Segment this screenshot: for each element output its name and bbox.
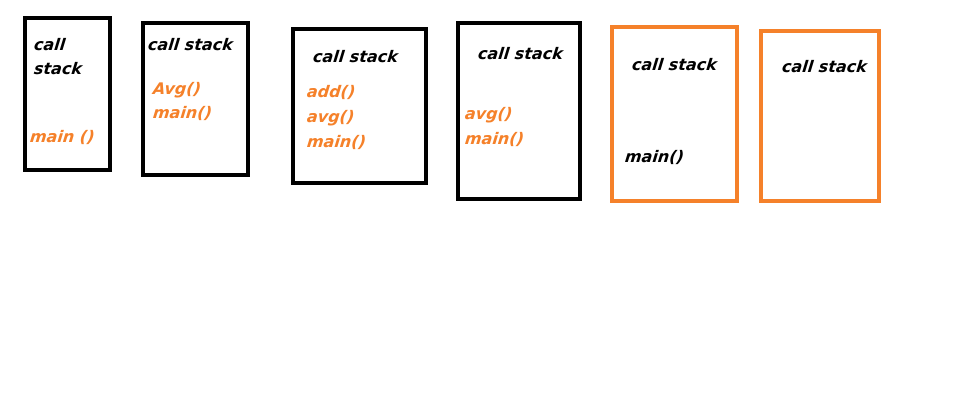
- call-stack-box-4: [456, 21, 582, 201]
- call-stack-title-5: call stack: [631, 55, 718, 74]
- stack-frame-2-2: main(): [152, 103, 214, 122]
- stack-frame-3-3: main(): [306, 132, 368, 151]
- call-stack-box-3: [291, 27, 428, 185]
- stack-frame-5-1: main(): [624, 147, 686, 166]
- stack-frame-4-1: avg(): [464, 104, 514, 123]
- stack-frame-3-1: add(): [306, 82, 357, 101]
- stack-frame-4-2: main(): [464, 129, 526, 148]
- call-stack-box-1: [23, 16, 112, 172]
- call-stack-box-2: [141, 21, 250, 177]
- call-stack-box-5: [610, 25, 739, 203]
- call-stack-title-2: call stack: [147, 35, 234, 54]
- stack-frame-3-2: avg(): [306, 107, 356, 126]
- call-stack-title-3: call stack: [312, 47, 399, 66]
- call-stack-title-6: call stack: [781, 57, 868, 76]
- call-stack-box-6: [759, 29, 881, 203]
- call-stack-title-1-line-1: call: [33, 35, 67, 54]
- stack-frame-2-1: Avg(): [152, 79, 203, 98]
- stack-frame-1-1: main (): [29, 127, 96, 146]
- call-stack-title-1-line-2: stack: [33, 59, 84, 78]
- call-stack-title-4: call stack: [477, 44, 564, 63]
